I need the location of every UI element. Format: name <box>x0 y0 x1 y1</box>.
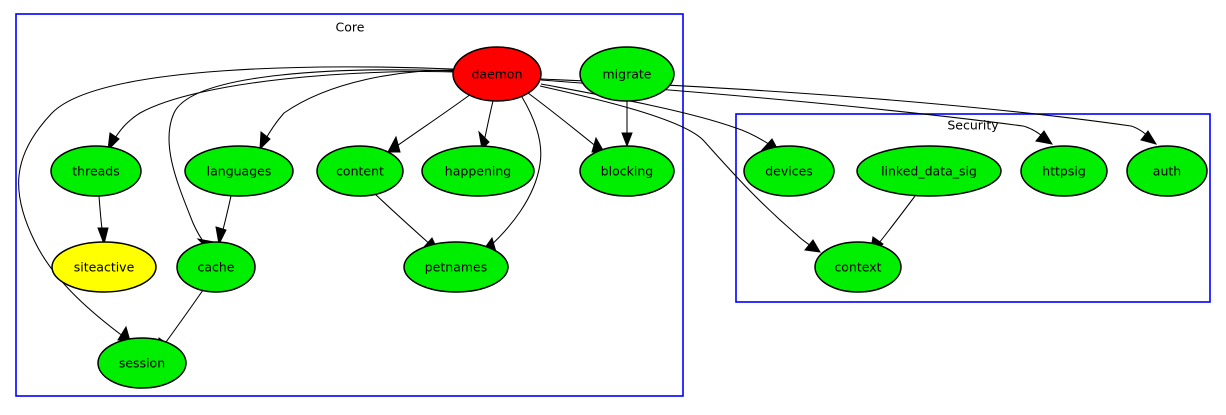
node-shape-happening[interactable] <box>421 145 535 197</box>
arrowhead-icon <box>804 239 821 253</box>
node-label-siteactive: siteactive <box>74 260 135 275</box>
node-shape-session[interactable] <box>97 337 187 389</box>
node-shape-daemon[interactable] <box>452 46 542 102</box>
arrowhead-icon <box>621 132 633 148</box>
edge-languages-cache <box>215 195 232 246</box>
node-blocking[interactable]: blocking <box>579 145 675 197</box>
node-label-auth: auth <box>1153 164 1181 179</box>
edge-line-daemon-session <box>18 66 454 338</box>
node-shape-languages[interactable] <box>184 145 294 197</box>
edge-layer <box>18 66 1158 357</box>
node-label-migrate: migrate <box>603 67 652 82</box>
arrowhead-icon <box>387 135 401 153</box>
node-label-blocking: blocking <box>601 164 654 179</box>
edge-line-cache-session <box>160 289 204 350</box>
node-auth[interactable]: auth <box>1126 145 1208 197</box>
edge-threads-siteactive <box>97 195 109 246</box>
node-shape-migrate[interactable] <box>579 46 675 102</box>
node-label-languages: languages <box>207 164 272 179</box>
node-session[interactable]: session <box>97 337 187 389</box>
node-shape-siteactive[interactable] <box>51 241 157 293</box>
cluster-border-core <box>15 13 684 397</box>
node-context[interactable]: context <box>814 241 902 293</box>
edge-daemon-blocking <box>527 92 605 153</box>
edge-content-petnames <box>374 193 439 252</box>
node-label-context: context <box>834 260 881 275</box>
edge-migrate-blocking <box>621 101 633 148</box>
edge-line-content-petnames <box>374 193 433 247</box>
node-migrate[interactable]: migrate <box>579 46 675 102</box>
edge-daemon-languages <box>259 69 455 151</box>
node-label-httpsig: httpsig <box>1042 164 1086 179</box>
node-linked_data_sig[interactable]: linked_data_sig <box>856 145 1002 197</box>
arrowhead-icon <box>215 226 227 246</box>
node-shape-devices[interactable] <box>743 145 835 197</box>
node-label-session: session <box>119 356 165 371</box>
edge-line-daemon-cache <box>168 69 454 246</box>
node-label-daemon: daemon <box>471 67 522 82</box>
node-shape-threads[interactable] <box>50 145 142 197</box>
node-label-content: content <box>336 164 384 179</box>
node-devices[interactable]: devices <box>743 145 835 197</box>
node-label-petnames: petnames <box>425 260 488 275</box>
node-siteactive[interactable]: siteactive <box>51 241 157 293</box>
edge-line-daemon-content <box>393 93 472 149</box>
arrowhead-icon <box>1140 130 1158 145</box>
node-threads[interactable]: threads <box>50 145 142 197</box>
node-label-devices: devices <box>765 164 813 179</box>
edge-line-daemon-petnames <box>487 96 542 249</box>
node-daemon[interactable]: daemon <box>452 46 542 102</box>
node-shape-blocking[interactable] <box>579 145 675 197</box>
edge-line-daemon-devices <box>540 83 773 147</box>
arrowhead-icon <box>107 132 120 152</box>
node-label-linked_data_sig: linked_data_sig <box>881 164 977 179</box>
cluster-security: Security <box>735 113 1211 303</box>
node-label-threads: threads <box>72 164 120 179</box>
node-shape-linked_data_sig[interactable] <box>856 145 1002 197</box>
arrowhead-icon <box>1035 130 1054 145</box>
node-httpsig[interactable]: httpsig <box>1020 145 1108 197</box>
edge-line-daemon-languages <box>263 69 455 143</box>
edge-daemon-happening <box>478 100 494 151</box>
edge-line-daemon-blocking <box>527 92 599 149</box>
node-shape-context[interactable] <box>814 241 902 293</box>
arrowhead-icon <box>97 227 109 246</box>
node-happening[interactable]: happening <box>421 145 535 197</box>
edge-daemon-context <box>539 85 821 253</box>
edge-daemon-threads <box>107 71 456 152</box>
node-languages[interactable]: languages <box>184 145 294 197</box>
cluster-border-security <box>735 113 1211 303</box>
edge-line-daemon-happening <box>483 100 494 143</box>
node-cache[interactable]: cache <box>176 241 256 293</box>
edge-daemon-session <box>18 66 454 342</box>
node-petnames[interactable]: petnames <box>403 241 509 293</box>
node-shape-httpsig[interactable] <box>1020 145 1108 197</box>
edge-line-daemon-context <box>539 85 815 249</box>
cluster-label-core: Core <box>336 20 365 35</box>
edge-daemon-content <box>387 93 472 153</box>
edge-line-lds-context <box>874 195 916 249</box>
node-shape-auth[interactable] <box>1126 145 1208 197</box>
node-content[interactable]: content <box>316 145 404 197</box>
node-label-cache: cache <box>197 260 234 275</box>
arrowhead-icon <box>259 131 271 151</box>
node-shape-petnames[interactable] <box>403 241 509 293</box>
node-shape-cache[interactable] <box>176 241 256 293</box>
cluster-core: Core <box>15 13 684 397</box>
node-layer: daemon migrate threads languages content happ… <box>50 46 1208 389</box>
node-shape-content[interactable] <box>316 145 404 197</box>
node-label-happening: happening <box>445 164 511 179</box>
edge-line-daemon-threads <box>111 71 456 144</box>
